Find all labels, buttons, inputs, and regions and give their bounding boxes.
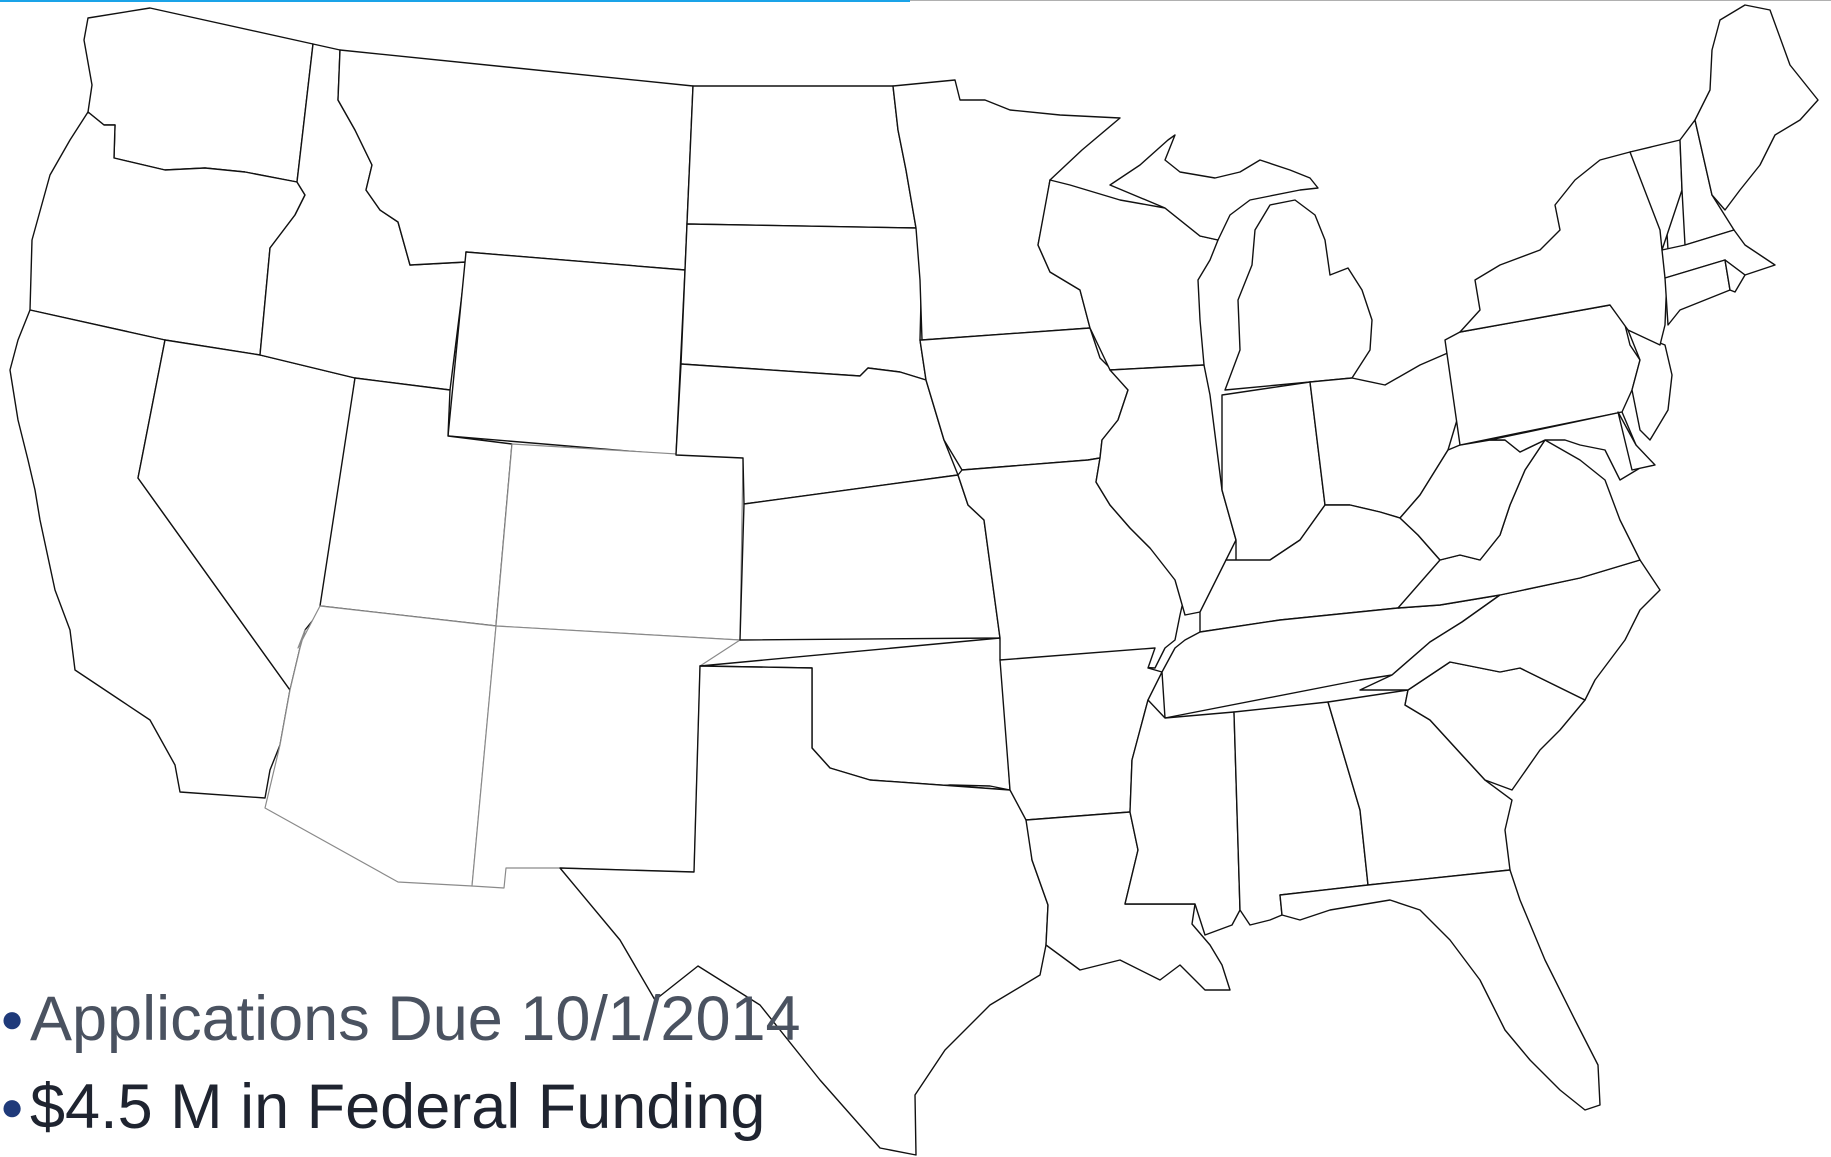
state-north-carolina [1359,559,1661,701]
state-michigan-upper [1109,134,1319,241]
state-south-dakota [680,223,927,381]
bullet-text: Applications Due 10/1/2014 [30,984,801,1054]
state-wisconsin [1037,179,1219,371]
state-michigan [1224,199,1373,391]
state-mississippi [1124,699,1241,936]
state-new-jersey [1627,329,1673,441]
state-wyoming [447,251,686,456]
state-delaware [1617,411,1656,471]
bullet-dot: ● [0,997,25,1041]
state-arizona [264,605,497,887]
state-west-virginia [1399,439,1546,561]
state-vermont [1629,139,1683,251]
state-connecticut [1664,259,1731,326]
bullet-text: $4.5 M in Federal Funding [30,1072,766,1142]
state-colorado [495,443,744,641]
state-iowa [919,327,1129,471]
bullet-applications-due: ● Applications Due 10/1/2014 [0,975,801,1063]
state-maine [1694,4,1819,211]
bullet-dot: ● [0,1085,25,1129]
state-rhode-island [1724,259,1746,293]
state-washington [83,7,314,183]
top-divider-line [910,0,1831,1]
bullet-federal-funding: ● $4.5 M in Federal Funding [0,1063,801,1151]
state-kansas [739,474,1001,641]
accent-top-line [0,0,910,2]
state-texas [559,665,1049,1156]
state-new-york [1459,147,1669,346]
state-north-dakota [686,85,917,229]
state-florida [1279,869,1601,1111]
bullet-list: ● Applications Due 10/1/2014 ● $4.5 M in… [0,975,801,1151]
